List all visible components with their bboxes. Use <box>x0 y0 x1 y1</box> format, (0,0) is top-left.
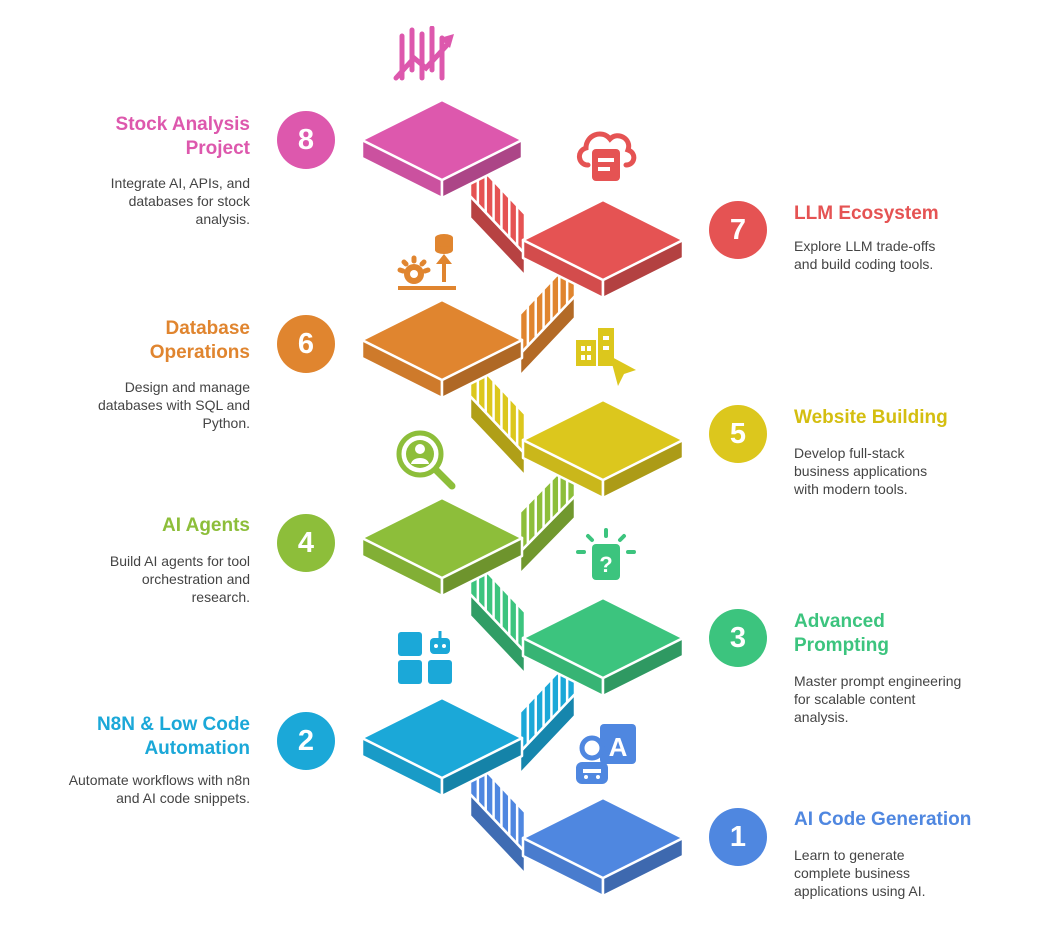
buildings-cursor-icon <box>576 328 636 386</box>
platform-step-1 <box>521 796 685 898</box>
svg-text:A: A <box>609 732 628 762</box>
robot-user-icon: A <box>576 724 636 784</box>
svg-text:?: ? <box>599 552 612 577</box>
platform-step-5 <box>521 398 685 500</box>
platform-step-6 <box>360 298 524 400</box>
step-1-description: Learn to generate complete business appl… <box>794 847 926 899</box>
stair-2-to-3 <box>518 652 577 776</box>
platform-step-4 <box>360 496 524 598</box>
step-7-description: Explore LLM trade-offs and build coding … <box>794 238 936 272</box>
stock-chart-icon <box>393 26 454 81</box>
step-4-badge: 4 <box>277 514 335 572</box>
step-3-description: Master prompt engineering for scalable c… <box>794 673 962 725</box>
step-6-description: Design and manage databases with SQL and… <box>97 379 250 431</box>
platform-step-2 <box>360 696 524 798</box>
stair-4-to-5 <box>518 454 577 576</box>
step-1-badge: 1 <box>709 808 767 866</box>
step-8-title: Stock Analysis Project <box>115 114 250 159</box>
step-2-description: Automate workflows with n8n and AI code … <box>68 772 250 806</box>
step-5-badge: 5 <box>709 405 767 463</box>
agent-search-icon <box>396 430 456 490</box>
step-7-title: LLM Ecosystem <box>794 203 939 224</box>
step-8-description: Integrate AI, APIs, and databases for st… <box>110 175 250 227</box>
platform-step-8 <box>360 98 524 200</box>
step-5-title: Website Building <box>794 407 948 428</box>
step-8-badge: 8 <box>277 111 335 169</box>
step-6-badge: 6 <box>277 315 335 373</box>
platform-step-3 <box>521 596 685 698</box>
step-5-description: Develop full-stack business applications… <box>794 445 928 497</box>
step-7-badge: 7 <box>709 201 767 259</box>
step-2-badge: 2 <box>277 712 335 770</box>
step-4-description: Build AI agents for tool orchestration a… <box>109 553 250 605</box>
app-blocks-icon <box>398 631 452 684</box>
step-3-title: Advanced Prompting <box>794 611 889 656</box>
question-box-icon: ? <box>576 528 636 580</box>
cloud-document-icon <box>577 131 637 181</box>
step-4-title: AI Agents <box>162 515 250 536</box>
platform-step-7 <box>521 198 685 300</box>
stair-6-to-7 <box>518 254 577 378</box>
step-2-title: N8N & Low Code Automation <box>96 714 250 759</box>
database-gear-icon <box>397 234 456 290</box>
step-3-badge: 3 <box>709 609 767 667</box>
step-1-title: AI Code Generation <box>794 809 972 830</box>
step-6-title: Database Operations <box>149 318 250 363</box>
